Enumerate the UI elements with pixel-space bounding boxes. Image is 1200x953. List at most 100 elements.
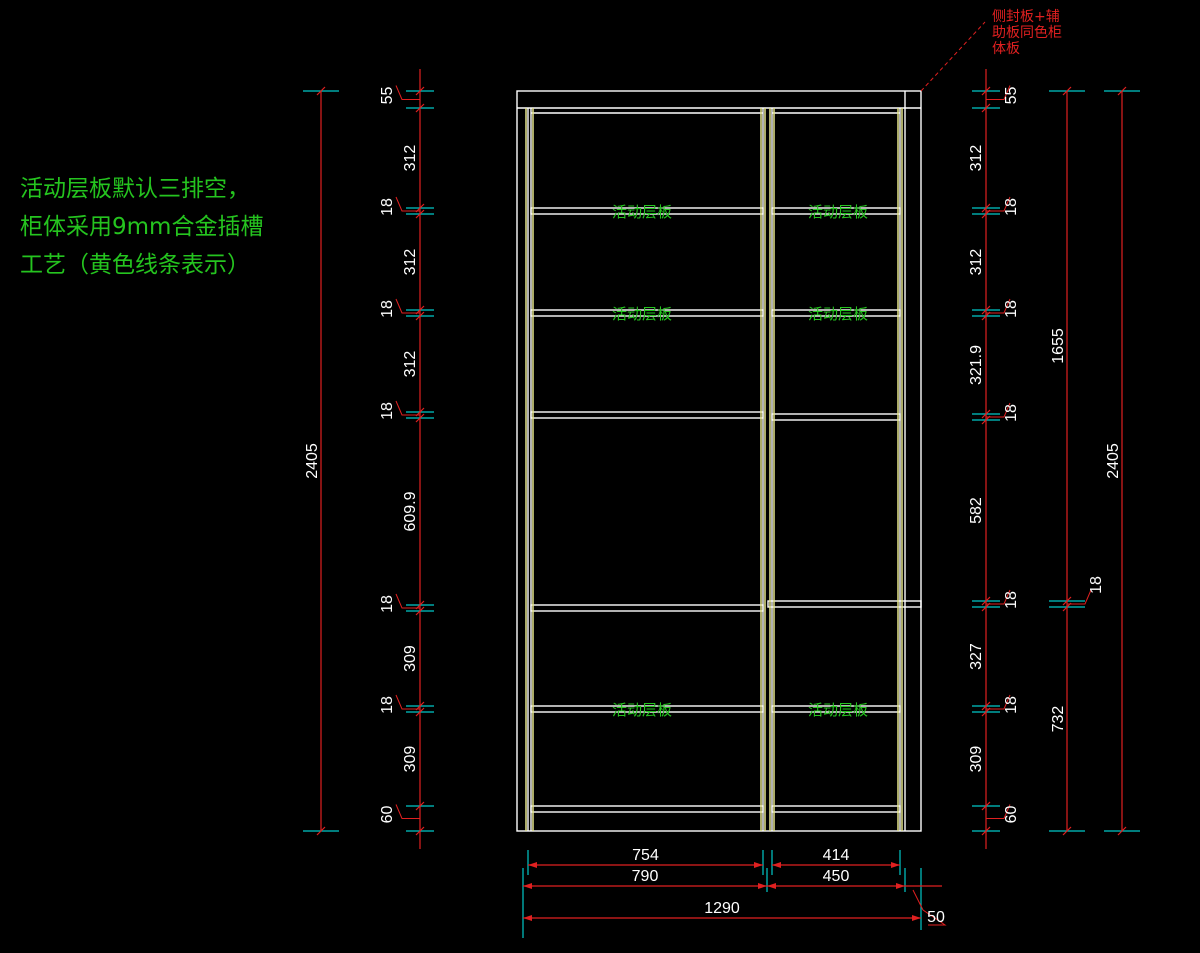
dimension-leader bbox=[986, 298, 1011, 314]
dimension-value: 790 bbox=[632, 868, 659, 885]
shelf-label: 活动层板 bbox=[612, 305, 672, 323]
shelf-label: 活动层板 bbox=[808, 203, 868, 221]
shelf-label: 活动层板 bbox=[612, 203, 672, 221]
left-shelf-4 bbox=[530, 604, 764, 612]
dimension-tick bbox=[1117, 826, 1127, 836]
dimension-value: 18 bbox=[1003, 198, 1020, 216]
note-line: 活动层板默认三排空， bbox=[20, 176, 250, 202]
right-shelf-4 bbox=[767, 600, 922, 608]
dimension-leader bbox=[395, 196, 420, 212]
dimension-arrow bbox=[754, 862, 763, 868]
dimension-leader bbox=[986, 196, 1011, 212]
side-panel-note-line: 助板同色柜 bbox=[992, 25, 1062, 41]
dimension-tick bbox=[415, 86, 425, 96]
dimension-tick bbox=[415, 413, 425, 423]
dimension-value: 18 bbox=[1088, 576, 1105, 594]
dimension-value: 18 bbox=[379, 402, 396, 420]
note-line: 柜体采用9mm合金插槽 bbox=[20, 214, 264, 240]
dimension-value: 55 bbox=[1003, 87, 1020, 105]
dimension-arrow bbox=[912, 915, 921, 921]
dimension-arrow bbox=[523, 883, 532, 889]
dimension-arrow bbox=[772, 862, 781, 868]
dimension-value: 414 bbox=[823, 847, 850, 864]
dimension-leader bbox=[986, 402, 1011, 418]
dimension-tick bbox=[415, 103, 425, 113]
dimension-tick bbox=[316, 826, 326, 836]
dimension-tick bbox=[415, 209, 425, 219]
dimension-leader bbox=[986, 804, 1011, 819]
dimension-tick bbox=[415, 311, 425, 321]
dimension-leader bbox=[395, 593, 420, 609]
dimension-tick bbox=[981, 596, 991, 606]
dimension-arrow bbox=[767, 883, 776, 889]
dimension-value: 609.9 bbox=[402, 491, 419, 531]
right-shelf-1 bbox=[771, 207, 901, 215]
left-shelf-bottom bbox=[530, 805, 764, 813]
dimension-tick bbox=[1062, 86, 1072, 96]
shelf-labels: 活动层板 活动层板 活动层板 活动层板 活动层板 活动层板 bbox=[612, 203, 868, 719]
left-shelf-3 bbox=[530, 411, 764, 419]
leader-line bbox=[920, 21, 986, 92]
note-line: 工艺（黄色线条表示） bbox=[20, 252, 250, 278]
dimension-value: 55 bbox=[379, 87, 396, 105]
dimension-leader bbox=[986, 589, 1011, 605]
left-shelf-5 bbox=[530, 705, 764, 713]
dimension-value: 50 bbox=[927, 909, 945, 926]
dimension-leader bbox=[395, 804, 420, 819]
dimension-tick bbox=[981, 203, 991, 213]
dimension-tick bbox=[981, 305, 991, 315]
dimension-tick bbox=[981, 409, 991, 419]
dimension-value: 18 bbox=[1003, 300, 1020, 318]
left-shelf-1 bbox=[530, 207, 764, 215]
dimension-value: 312 bbox=[402, 249, 419, 276]
dimension-value: 450 bbox=[823, 868, 850, 885]
dimension-arrow bbox=[891, 862, 900, 868]
dimension-value: 732 bbox=[1050, 706, 1067, 733]
dimension-value: 18 bbox=[1003, 591, 1020, 609]
dimension-value: 1655 bbox=[1050, 328, 1067, 364]
dimension-value: 582 bbox=[968, 497, 985, 524]
dimension-value: 18 bbox=[379, 300, 396, 318]
right-dimension-chain: 553121831218321.918582183271830960165518… bbox=[968, 69, 1140, 849]
dimension-value: 2405 bbox=[1105, 443, 1122, 479]
dimension-tick bbox=[981, 701, 991, 711]
dimension-value: 309 bbox=[402, 746, 419, 773]
dimension-value: 18 bbox=[1003, 696, 1020, 714]
right-shelf-5 bbox=[771, 705, 901, 713]
cabinet-frame bbox=[516, 90, 922, 832]
dimension-leader bbox=[1067, 589, 1092, 605]
dimension-value: 60 bbox=[1003, 806, 1020, 824]
dimension-value: 60 bbox=[379, 806, 396, 824]
dimension-arrow bbox=[528, 862, 537, 868]
side-panel-note: 侧封板+辅 助板同色柜 体板 bbox=[992, 9, 1072, 57]
right-shelf-2 bbox=[771, 309, 901, 317]
dimension-value: 309 bbox=[402, 645, 419, 672]
dimension-value: 312 bbox=[402, 145, 419, 172]
dimension-value: 18 bbox=[379, 595, 396, 613]
dimension-arrow bbox=[758, 883, 767, 889]
dimension-value: 18 bbox=[1003, 404, 1020, 422]
dimension-tick bbox=[1117, 86, 1127, 96]
dimension-leader bbox=[986, 85, 1011, 100]
side-panel-note-line: 侧封板+辅 bbox=[992, 9, 1060, 25]
dimension-value: 309 bbox=[968, 746, 985, 773]
dimension-value: 1290 bbox=[704, 900, 740, 917]
dimension-value: 18 bbox=[379, 198, 396, 216]
dimension-tick bbox=[981, 801, 991, 811]
dimension-value: 327 bbox=[968, 643, 985, 670]
side-panel-note-line: 体板 bbox=[992, 41, 1020, 57]
dimension-leader bbox=[912, 889, 947, 926]
dimension-tick bbox=[1062, 826, 1072, 836]
left-shelf-2 bbox=[530, 309, 764, 317]
dimension-tick bbox=[1062, 596, 1072, 606]
dimension-tick bbox=[981, 86, 991, 96]
side-panel-leader bbox=[920, 21, 986, 92]
dimension-value: 18 bbox=[379, 696, 396, 714]
shelf-label: 活动层板 bbox=[808, 305, 868, 323]
dimension-arrow bbox=[523, 915, 532, 921]
dimension-leader bbox=[395, 298, 420, 314]
dimension-tick bbox=[415, 801, 425, 811]
